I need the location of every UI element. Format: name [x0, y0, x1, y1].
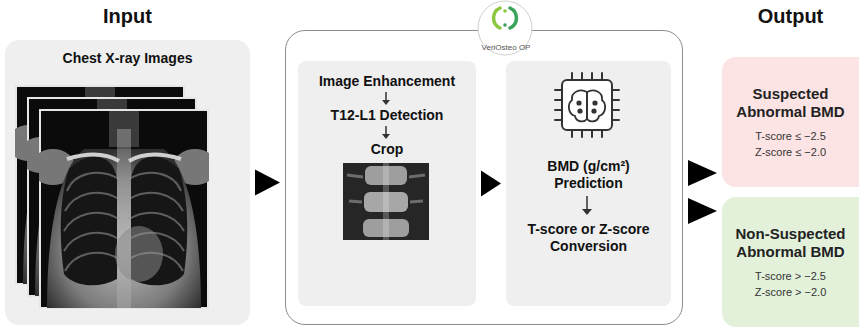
flow-arrow [688, 198, 717, 224]
ai-chip-icon [592, 109, 595, 112]
flow-arrow [255, 170, 280, 196]
crop-image [383, 163, 389, 240]
flow-arrow [688, 160, 717, 186]
step-arrow [385, 92, 387, 100]
ai-chip-icon [593, 101, 596, 104]
threshold-text: Z-score ≤ −2.0 [727, 146, 854, 159]
ai-chip-icon [555, 73, 619, 137]
ai-chip-icon [569, 90, 587, 121]
crop-image [349, 201, 362, 202]
ai-chip-icon [571, 73, 573, 80]
brand-logo [494, 8, 500, 28]
ai-chip-icon [612, 119, 619, 121]
crop-image [343, 163, 429, 240]
crop-image [343, 163, 429, 240]
ai-chip-icon [555, 109, 562, 111]
output-title: Suspected Abnormal BMD [727, 85, 854, 121]
step-arrow [385, 126, 387, 134]
output-box: Suspected Abnormal BMD T-score ≤ −2.5Z-sc… [722, 57, 859, 187]
ai-chip-icon [571, 130, 573, 137]
output-title: Non-Suspected Abnormal BMD [727, 225, 854, 261]
step-text: BMD (g/cm²) Prediction [514, 158, 663, 192]
ai-chip-icon [612, 89, 619, 91]
ai-chip-icon [587, 90, 605, 121]
ai-chip-icon [577, 101, 580, 104]
column-heading: Output [722, 4, 859, 28]
ai-chip-icon [555, 119, 562, 121]
brand-logo [510, 8, 516, 28]
step-text: T12-L1 Detection [306, 107, 468, 124]
ai-chip-icon [578, 109, 581, 112]
ai-chip-icon [591, 130, 593, 137]
xray-image [31, 110, 217, 308]
brand-logo [503, 9, 507, 13]
step-arrow [586, 196, 588, 209]
step-text: Image Enhancement [306, 73, 468, 90]
crop-image [409, 175, 425, 177]
step-text: T-score or Z-score Conversion [514, 221, 663, 255]
crop-image [410, 201, 423, 202]
ai-chip-icon [555, 73, 619, 137]
ai-chip-icon [562, 80, 612, 130]
ai-chip-icon [581, 130, 583, 137]
panel-title: Chest X-ray Images [10, 50, 245, 67]
step-text: Crop [306, 141, 468, 158]
threshold-text: Z-score > −2.0 [727, 286, 854, 299]
panel-heading: Input [5, 4, 250, 28]
ai-chip-icon [586, 92, 588, 119]
crop-image [347, 175, 363, 177]
xray-stack [7, 86, 217, 308]
ai-chip-icon [612, 109, 619, 111]
ai-chip-icon [601, 130, 603, 137]
ai-chip-icon [612, 99, 619, 101]
ai-chip-icon [581, 73, 583, 80]
ai-chip-icon [601, 73, 603, 80]
ai-chip-icon [555, 99, 562, 101]
ai-chip-icon [555, 89, 562, 91]
ai-chip-icon [591, 73, 593, 80]
output-box: Non-Suspected Abnormal BMD T-score > −2.5… [722, 197, 859, 327]
threshold-text: T-score ≤ −2.5 [727, 130, 854, 143]
brand-name: VeriOsteo OP [466, 43, 546, 53]
brand-logo [503, 23, 507, 27]
threshold-text: T-score > −2.5 [727, 270, 854, 283]
